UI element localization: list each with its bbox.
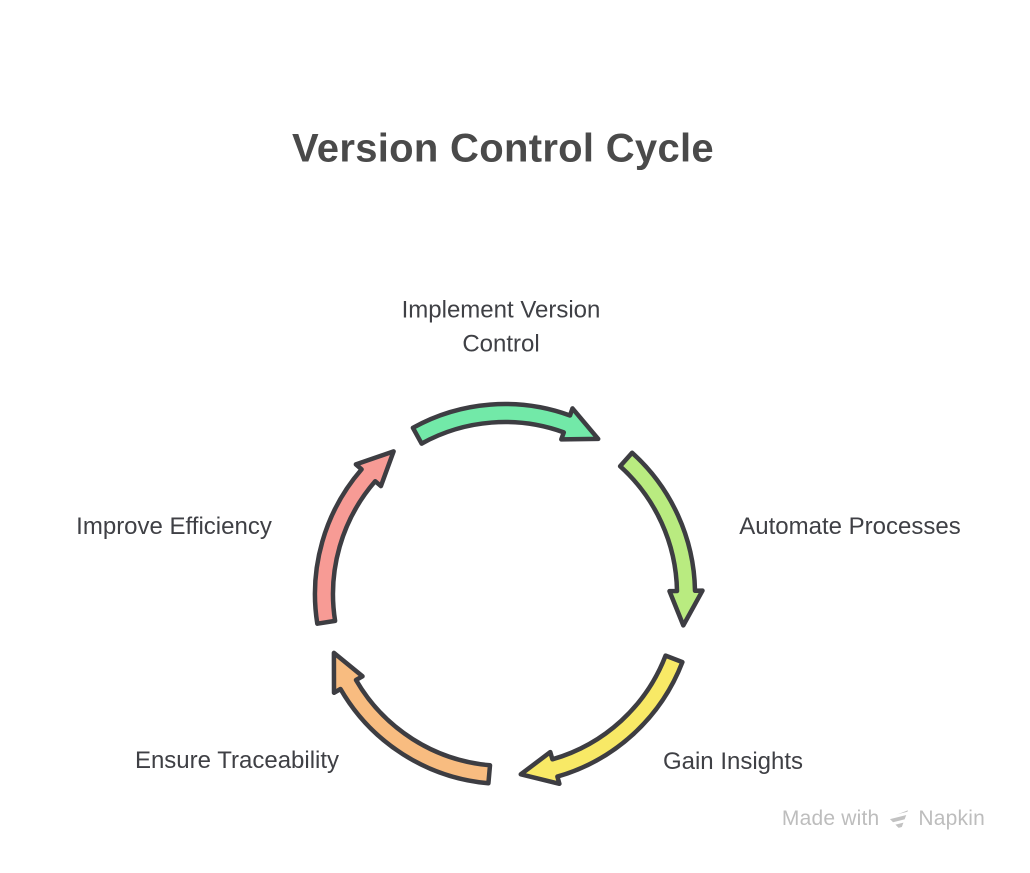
step-label-implement-version-control: Implement Version Control	[401, 296, 601, 357]
step-label-gain-insights: Gain Insights	[662, 748, 804, 776]
watermark: Made with Napkin	[782, 806, 985, 832]
cycle-arrow-bottom-right	[518, 653, 685, 787]
napkin-logo-icon	[889, 810, 909, 830]
watermark-brand: Napkin	[918, 807, 985, 830]
watermark-prefix: Made with	[781, 807, 880, 830]
cycle-arrow-top	[410, 401, 601, 446]
step-label-ensure-traceability: Ensure Traceability	[134, 747, 340, 775]
cycle-arrow-left	[312, 449, 396, 626]
step-label-improve-efficiency: Improve Efficiency	[76, 513, 272, 541]
step-label-automate-processes: Automate Processes	[739, 513, 961, 541]
cycle-arrow-right	[617, 450, 705, 628]
page-title: Version Control Cycle	[292, 126, 714, 171]
cycle-arrow-bottom-left	[331, 650, 493, 786]
